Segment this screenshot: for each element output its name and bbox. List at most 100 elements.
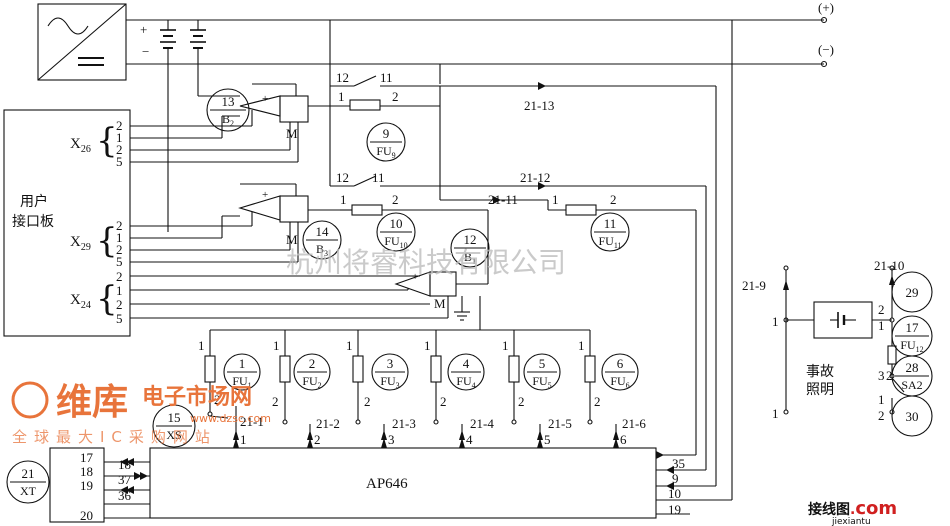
pin-x29-2: 1 (116, 230, 123, 245)
signal-21-9: 21-9 (742, 278, 766, 293)
fu2-pin-bottom: 2 (272, 394, 279, 409)
terminal-positive: (+) (818, 0, 834, 15)
circle-fu2-label: FU2 (302, 374, 321, 390)
circle-xt-label: XT (20, 484, 37, 498)
circle-b1-number: 12 (464, 232, 477, 247)
pin-x24-1: 2 (116, 269, 123, 284)
arrow-num-5: 5 (544, 432, 551, 447)
brace-x24: { (96, 279, 118, 319)
fu3-pin-bottom: 2 (364, 394, 371, 409)
watermark-company: 杭州将睿科技有限公司 (286, 246, 566, 279)
circle-fu5-number: 5 (539, 356, 546, 371)
fu5-pin-top: 1 (502, 338, 509, 353)
circle-fu6-number: 6 (617, 356, 624, 371)
ap-pin-36: 36 (118, 488, 132, 503)
circle-xs-number: 15 (168, 410, 181, 425)
fuse-column-4 (430, 330, 463, 448)
circle-sa2-label: SA2 (901, 378, 922, 392)
watermark-slogan: 全球最大IC采购网站 (12, 428, 217, 446)
signal-21-10: 21-10 (874, 258, 904, 273)
circle-fu3-number: 3 (387, 356, 394, 371)
fuse9-pin1: 1 (338, 89, 345, 104)
circle-c29-number: 29 (906, 285, 919, 300)
circle-fu4-number: 4 (463, 356, 470, 371)
ap-pin-37: 37 (118, 472, 132, 487)
pin-x29-4: 5 (116, 254, 123, 269)
circle-fu1-label: FU1 (232, 374, 251, 390)
fu1-pin-bottom: 2 (214, 392, 221, 407)
circle-c30-number: 30 (906, 409, 919, 424)
ap646-label: AP646 (366, 476, 408, 492)
circle-fu5-label: FU5 (532, 374, 551, 390)
contact-11-mid: 11 (372, 170, 385, 185)
pin-x24-2: 1 (116, 283, 123, 298)
fu1-pin-top: 1 (198, 338, 205, 353)
fuse-column-3 (352, 330, 385, 448)
circle-c29: 29 (891, 271, 933, 313)
user-interface-board (3, 109, 131, 337)
circle-fu10-number: 10 (390, 216, 403, 231)
connector-x26-label: X26 (70, 136, 91, 155)
circle-fu9-number: 9 (383, 126, 390, 141)
circle-fu3-label: FU3 (380, 374, 399, 390)
signal-21-4: 21-4 (470, 416, 494, 431)
signal-21-6: 21-6 (622, 416, 646, 431)
xt-pin-18: 18 (80, 464, 93, 479)
circle-fu6-label: FU6 (610, 374, 629, 390)
pin-x26-3: 2 (116, 142, 123, 157)
circle-xs-label: XS (166, 428, 181, 442)
circle-fu1-number: 1 (239, 356, 246, 371)
circle-b2-label: B2 (222, 112, 234, 128)
contact-12-mid: 12 (336, 170, 349, 185)
amp-plus-b1: + (412, 271, 418, 283)
pin-x26-1: 2 (116, 118, 123, 133)
xt-pin-19: 19 (80, 478, 93, 493)
user-panel-line2: 接口板 (12, 213, 54, 230)
contact-11-top: 11 (380, 70, 393, 85)
connector-x29-label: X29 (70, 234, 91, 253)
amp-plus-b3: + (262, 189, 268, 201)
fuse9-pin2: 2 (392, 89, 399, 104)
user-panel-line1: 用户 (20, 193, 48, 210)
brace-x26: { (96, 121, 118, 161)
emerg-pin-1b: 1 (772, 406, 779, 421)
fuse11-pin2: 2 (610, 192, 617, 207)
pin-x24-3: 2 (116, 297, 123, 312)
emerg-pin-2b: 2 (886, 368, 893, 383)
corner-watermark: 接线图.com (808, 498, 897, 519)
emerg-pin-3: 3 (878, 368, 885, 383)
fuse11-pin1: 1 (552, 192, 559, 207)
plus-sign: + (140, 22, 147, 37)
converter-box (37, 3, 127, 81)
arrow-num-4: 4 (466, 432, 473, 447)
fu6-pin-top: 1 (578, 338, 585, 353)
ap-pin-10: 10 (668, 486, 681, 501)
circle-fu2-number: 2 (309, 356, 316, 371)
arrow-num-3: 3 (388, 432, 395, 447)
emerg-pin-1d: 1 (878, 392, 885, 407)
pin-x24-4: 5 (116, 311, 123, 326)
circle-fu12-number: 17 (906, 320, 920, 335)
signal-21-12: 21-12 (520, 170, 550, 185)
module-m-b3: M (286, 232, 298, 247)
ap-pin-19: 19 (668, 502, 681, 517)
watermark-brand2: 电子市场网 (142, 384, 252, 410)
signal-21-11: 21-11 (488, 192, 518, 207)
watermark-brand: 维库 (56, 382, 128, 423)
emerg-pin-2c: 2 (878, 408, 885, 423)
ap-pin-18: 18 (118, 457, 131, 472)
fu4-pin-bottom: 2 (440, 394, 447, 409)
emerg-pin-1a: 1 (772, 314, 779, 329)
xt-block (49, 447, 105, 523)
